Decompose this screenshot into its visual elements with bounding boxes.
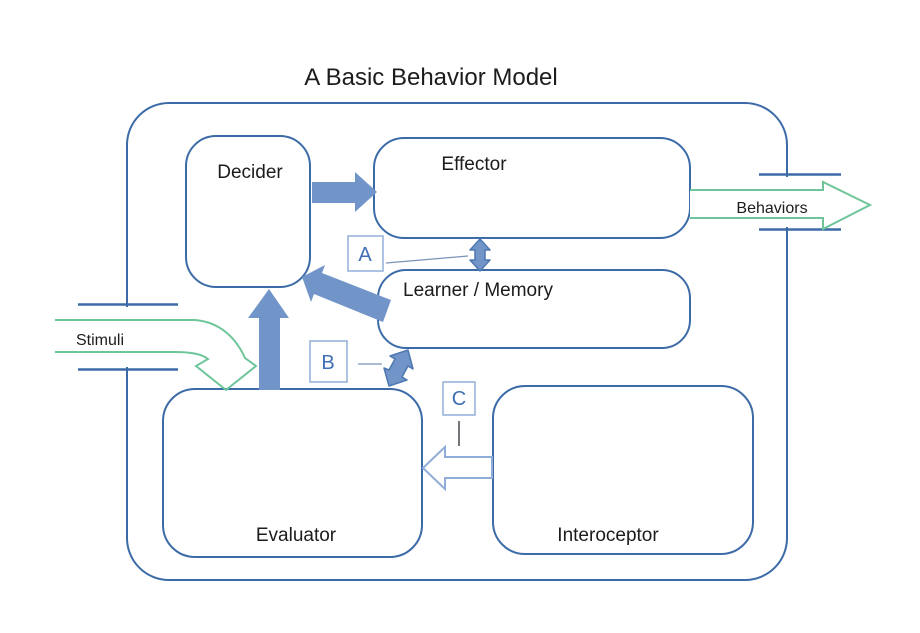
annotation-c-box: [442, 381, 476, 416]
behaviors-arrow: [690, 180, 873, 231]
learner-evaluator-double-arrow: [383, 349, 414, 387]
annotation-a-connector: [385, 255, 469, 264]
learner-memory-label: Learner / Memory: [403, 280, 553, 301]
behaviors-label: Behaviors: [736, 200, 807, 217]
interoceptor-label: Interoceptor: [557, 525, 659, 546]
decider-box: [185, 135, 311, 288]
learner-to-decider-arrow: [302, 265, 391, 322]
effector-learner-double-arrow: [469, 238, 491, 272]
evaluator-to-decider-arrow: [248, 289, 289, 390]
annotation-a-label: A: [358, 244, 372, 266]
interoceptor-to-evaluator-arrow: [421, 444, 493, 492]
stimuli-arrow: [55, 319, 258, 392]
annotation-c-label: C: [452, 388, 466, 410]
stimuli-label: Stimuli: [76, 332, 124, 349]
evaluator-label: Evaluator: [256, 525, 337, 546]
decider-to-effector-arrow: [312, 172, 377, 212]
evaluator-box: [162, 388, 423, 558]
effector-box: [373, 137, 691, 239]
decider-label: Decider: [217, 162, 283, 183]
page-title: A Basic Behavior Model: [304, 64, 557, 91]
effector-label: Effector: [441, 154, 507, 175]
annotation-a-box: [347, 235, 384, 272]
annotation-b-label: B: [321, 352, 334, 374]
annotation-b-box: [309, 340, 348, 383]
